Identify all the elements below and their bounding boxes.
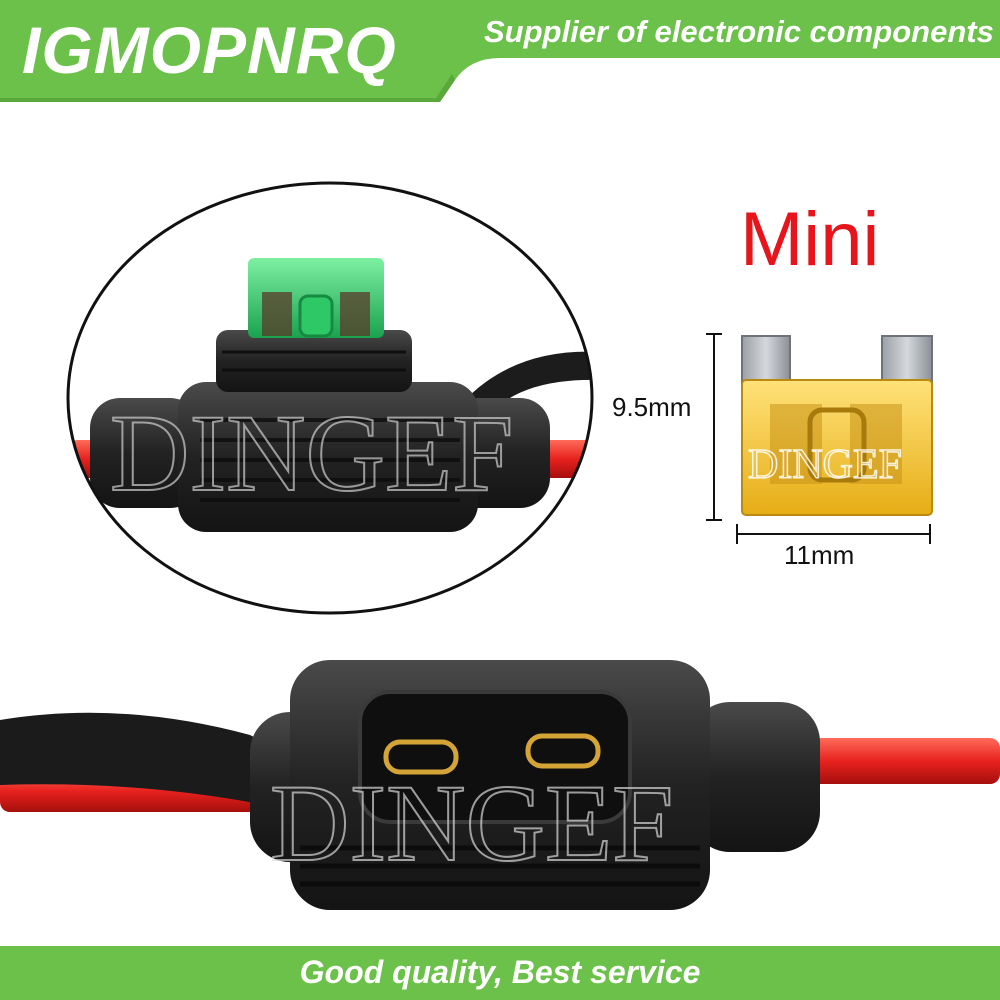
mini-fuse-diagram: DINGEF (706, 333, 933, 544)
width-dimension-label: 11mm (784, 540, 855, 570)
footer-slogan: Good quality, Best service (299, 954, 701, 990)
height-dimension-label: 9.5mm (612, 392, 692, 422)
svg-text:DINGEF: DINGEF (748, 442, 902, 488)
fuse-type-label: Mini (740, 197, 880, 282)
bottom-banner (0, 946, 1000, 1000)
fuse-holder-closeup: DINGEF (0, 660, 1000, 910)
svg-text:DINGEF: DINGEF (110, 392, 513, 514)
tagline: Supplier of electronic components (484, 14, 994, 49)
closeup-oval: DINGEF (66, 181, 594, 615)
top-banner (0, 0, 1000, 102)
svg-text:DINGEF: DINGEF (270, 762, 673, 884)
brand-logo: IGMOPNRQ (22, 13, 397, 87)
